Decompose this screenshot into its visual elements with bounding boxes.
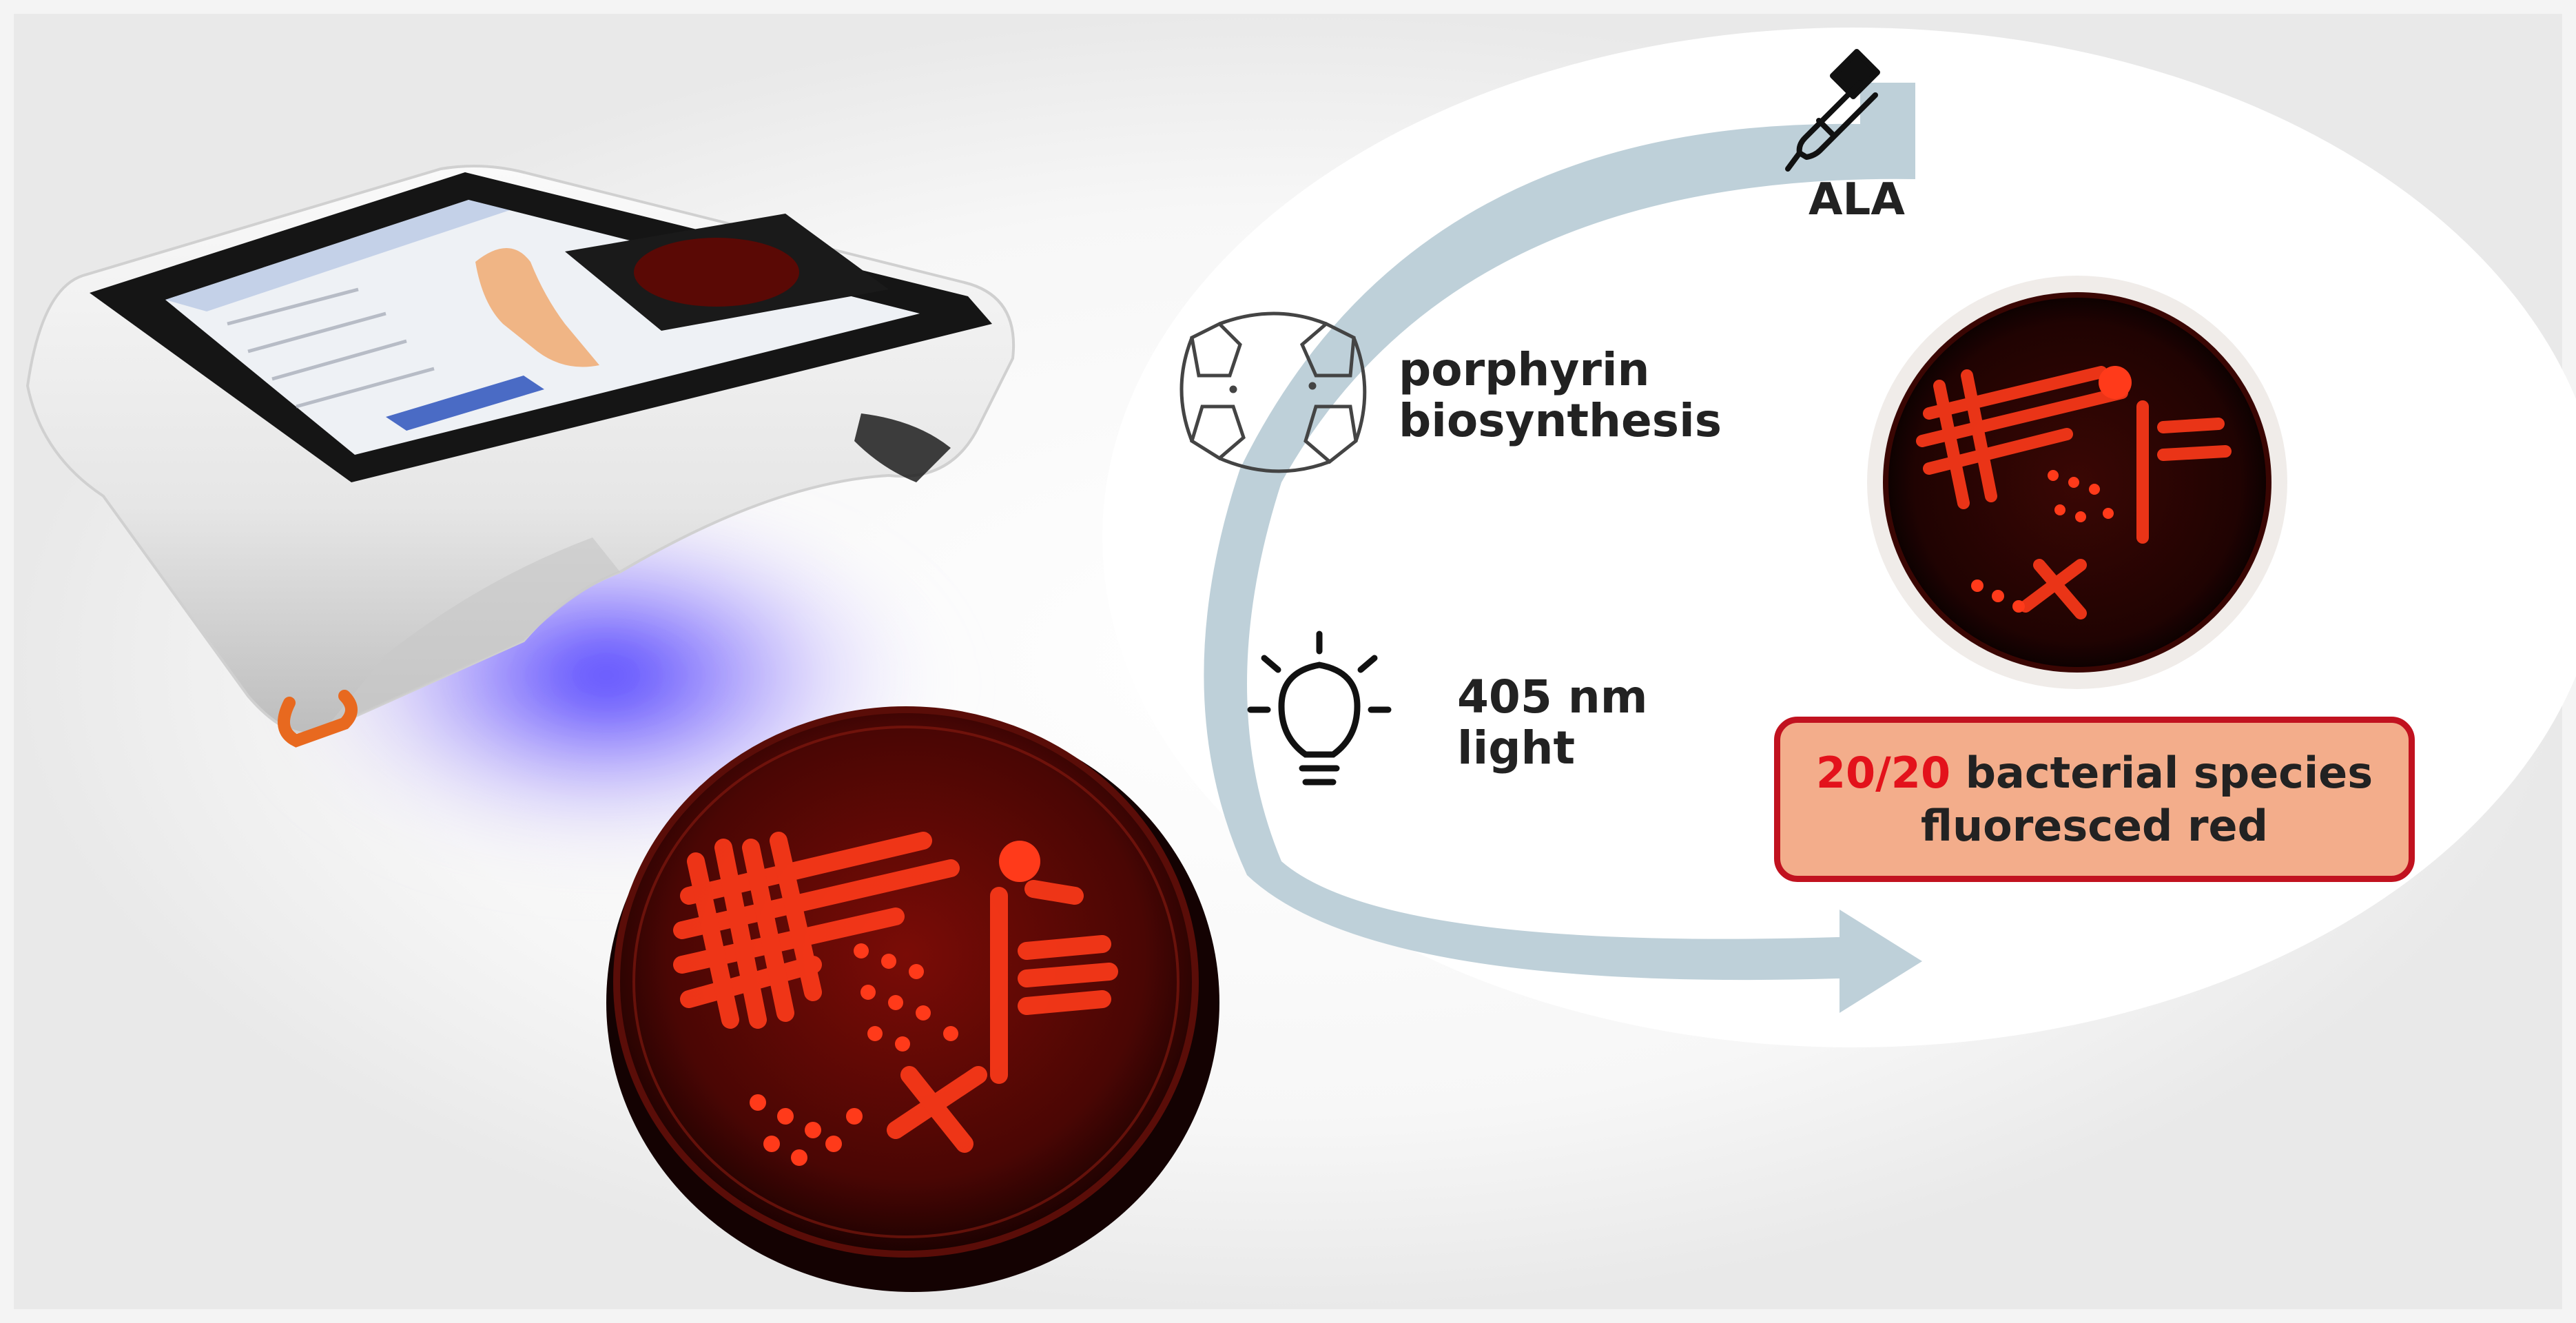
bacterial-colonies [673, 832, 1118, 1153]
light-label: 405 nm light [1457, 672, 1648, 774]
porphyrin-label-line1: porphyrin [1399, 343, 1650, 396]
device-side [324, 537, 620, 730]
lightbulb-icon [1247, 630, 1392, 786]
light-label-line1: 405 nm [1457, 670, 1648, 724]
screen-header [165, 200, 510, 311]
colony-dots [750, 841, 1040, 1166]
petri-dish-large [606, 706, 1219, 1292]
device-handle [278, 690, 358, 748]
result-count: 20/20 [1815, 747, 1951, 798]
result-box: 20/20 bacterial species fluoresced red [1774, 717, 2415, 882]
body-figure-icon [475, 248, 599, 367]
porphyrin-structure-icon [1179, 311, 1367, 473]
preview-dish [634, 238, 799, 307]
process-arrow [1204, 83, 1922, 1013]
device-vent [854, 413, 951, 482]
porphyrin-biosynthesis-label: porphyrin biosynthesis [1399, 345, 1722, 447]
petri-dish-small [1867, 276, 2287, 689]
dropper-icon [1785, 49, 1880, 172]
ala-label: ALA [1809, 174, 1905, 225]
result-line1: 20/20 bacterial species [1816, 746, 2373, 800]
fluorescence-imaging-device [25, 165, 1016, 748]
light-label-line2: light [1457, 721, 1576, 775]
dish-agar [613, 706, 1199, 1258]
porphyrin-label-line2: biosynthesis [1399, 393, 1722, 447]
result-text-line2: fluoresced red [1921, 801, 2268, 851]
result-text-line1: bacterial species [1965, 747, 2373, 798]
screen-button [386, 376, 544, 431]
